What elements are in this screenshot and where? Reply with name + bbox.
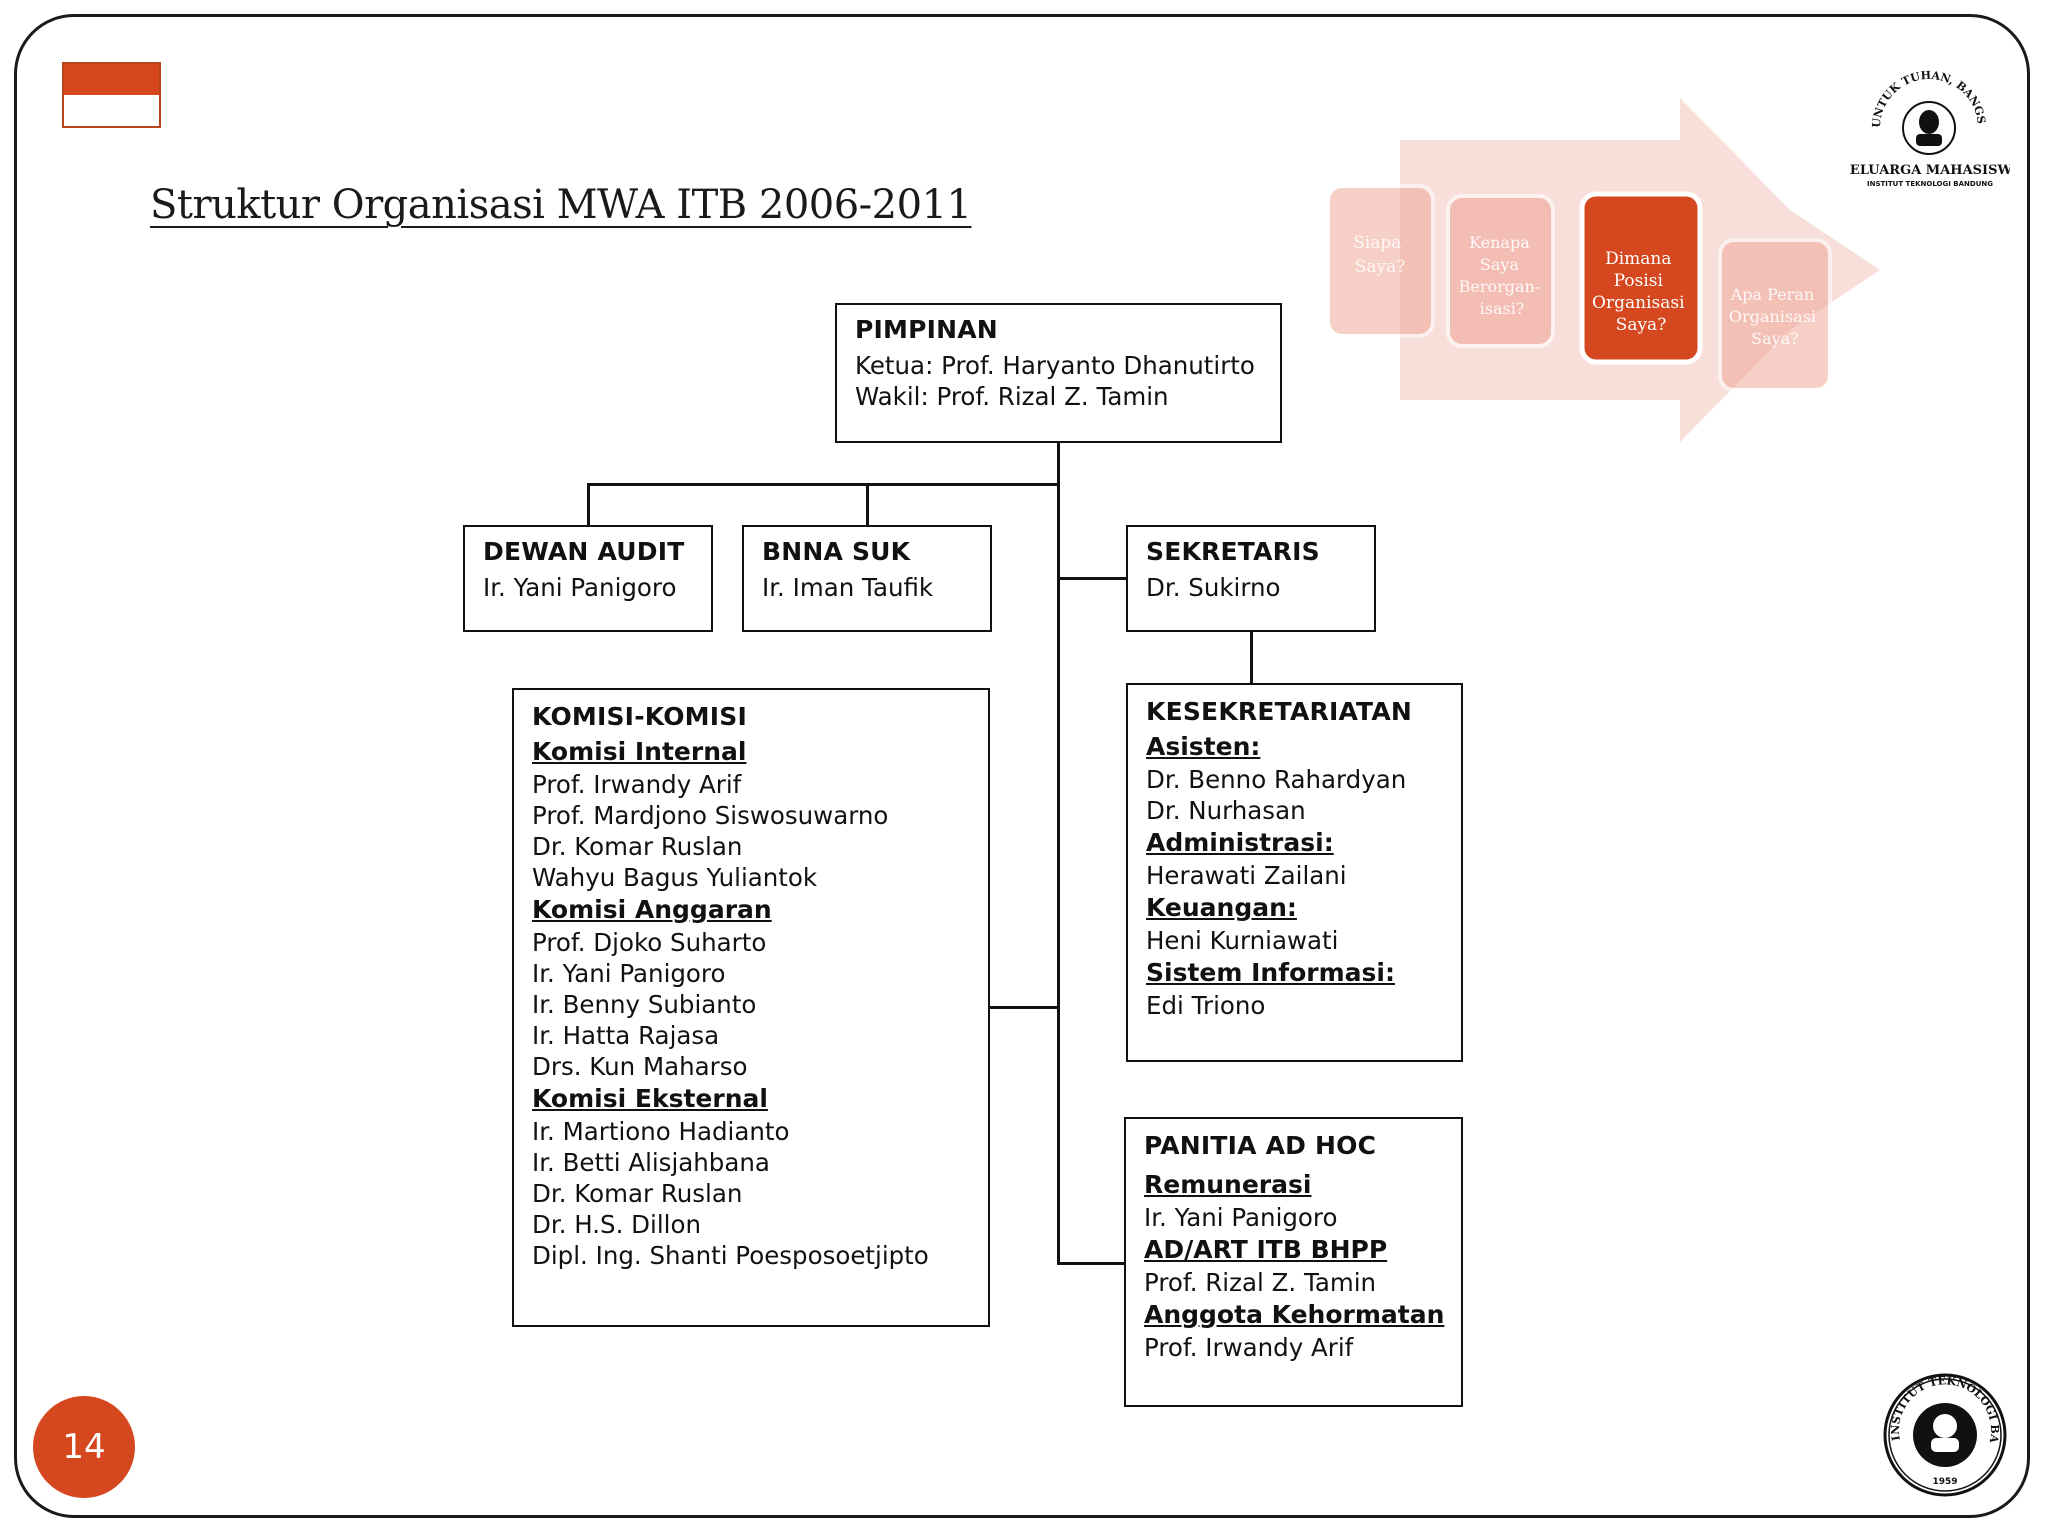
position-arrow-graphic: Siapa Saya? Kenapa Saya Berorgan- isasi?…: [1326, 98, 1880, 442]
komisi-member: Ir. Martiono Hadianto: [532, 1117, 790, 1146]
komisi-member: Ir. Betti Alisjahbana: [532, 1148, 770, 1177]
svg-text:Kenapa Saya Berorg: Kenapa Saya Berorgan- isasi?: [1459, 233, 1546, 318]
komisi-member: Dr. Komar Ruslan: [532, 832, 743, 861]
kesekretariatan-member: Dr. Benno Rahardyan: [1146, 765, 1407, 794]
step-3-active: Dimana Posisi Organisasi Saya?: [1579, 191, 1703, 365]
ad-art-heading: AD/ART ITB BHPP: [1144, 1235, 1388, 1264]
komisi-member: Dr. Komar Ruslan: [532, 1179, 743, 1208]
kesekretariatan-member: Herawati Zailani: [1146, 861, 1347, 890]
panitia-title: PANITIA AD HOC: [1144, 1131, 1377, 1160]
connector-panitia: [1057, 1262, 1127, 1265]
page-number-badge: 14: [33, 1396, 135, 1498]
komisi-internal-heading: Komisi Internal: [532, 737, 747, 766]
pimpinan-title: PIMPINAN: [855, 315, 998, 344]
svg-text:Dimana Posisi Orga: Dimana Posisi Organisasi Saya?: [1592, 249, 1690, 335]
komisi-member: Prof. Irwandy Arif: [532, 770, 742, 799]
bnna-suk-title: BNNA SUK: [762, 537, 911, 566]
kesekretariatan-member: Dr. Nurhasan: [1146, 796, 1306, 825]
dewan-audit-title: DEWAN AUDIT: [483, 537, 685, 566]
administrasi-heading: Administrasi:: [1146, 828, 1334, 857]
remunerasi-heading: Remunerasi: [1144, 1170, 1312, 1199]
komisi-member: Dr. H.S. Dillon: [532, 1210, 701, 1239]
dewan-audit-box: DEWAN AUDIT Ir. Yani Panigoro: [463, 525, 713, 632]
itb-seal-logo-icon: INSTITUT TEKNOLOGI BANDUNG 1959: [1880, 1370, 2007, 1497]
dewan-audit-member: Ir. Yani Panigoro: [483, 573, 677, 602]
connector-trunk: [1057, 442, 1060, 1264]
slide-title: Struktur Organisasi MWA ITB 2006-2011: [150, 182, 972, 228]
kesekretariatan-title: KESEKRETARIATAN: [1146, 697, 1413, 726]
connector-dewan-audit: [587, 483, 590, 526]
komisi-member: Ir. Benny Subianto: [532, 990, 757, 1019]
sekretaris-box: SEKRETARIS Dr. Sukirno: [1126, 525, 1376, 632]
kesekretariatan-box: KESEKRETARIATAN Asisten: Dr. Benno Rahar…: [1126, 683, 1463, 1062]
sekretaris-member: Dr. Sukirno: [1146, 573, 1281, 602]
indonesia-flag-icon: [62, 62, 161, 128]
step-1: Siapa Saya?: [1326, 184, 1435, 338]
slide-frame: [14, 14, 2030, 1518]
panitia-member: Prof. Rizal Z. Tamin: [1144, 1268, 1377, 1297]
pimpinan-wakil: Wakil: Prof. Rizal Z. Tamin: [855, 382, 1169, 411]
panitia-member: Ir. Yani Panigoro: [1144, 1203, 1338, 1232]
svg-text:KELUARGA MAHASISWA: KELUARGA MAHASISWA: [1850, 163, 2010, 178]
step-4: Apa Peran Organisasi Saya?: [1718, 238, 1832, 392]
step-1-line-1: Siapa: [1353, 233, 1401, 253]
panitia-member: Prof. Irwandy Arif: [1144, 1333, 1354, 1362]
sekretaris-title: SEKRETARIS: [1146, 537, 1320, 566]
connector-bnna-suk: [866, 483, 869, 526]
kesekretariatan-member: Heni Kurniawati: [1146, 926, 1339, 955]
komisi-member: Drs. Kun Maharso: [532, 1052, 748, 1081]
komisi-member: Ir. Hatta Rajasa: [532, 1021, 720, 1050]
svg-text:1959: 1959: [1932, 1477, 1957, 1487]
panitia-box: PANITIA AD HOC Remunerasi Ir. Yani Panig…: [1124, 1117, 1463, 1407]
komisi-member: Wahyu Bagus Yuliantok: [532, 863, 818, 892]
komisi-title: KOMISI-KOMISI: [532, 702, 747, 731]
svg-text:UNTUK TUHAN, BANGSA DAN ALMAMA: UNTUK TUHAN, BANGSA DAN ALMAMATER: [1850, 48, 1988, 128]
connector-top-bar: [587, 483, 1060, 486]
km-itb-logo-icon: UNTUK TUHAN, BANGSA DAN ALMAMATER KELUAR…: [1850, 48, 2010, 188]
kesekretariatan-member: Edi Triono: [1146, 991, 1266, 1020]
step-1-line-2: Saya?: [1355, 257, 1406, 277]
connector-kesekretariatan: [1250, 630, 1253, 685]
komisi-anggaran-heading: Komisi Anggaran: [532, 895, 772, 924]
keuangan-heading: Keuangan:: [1146, 893, 1297, 922]
svg-text:INSTITUT TEKNOLOGI BANDUNG: INSTITUT TEKNOLOGI BANDUNG: [1867, 180, 1993, 188]
komisi-eksternal-heading: Komisi Eksternal: [532, 1084, 768, 1113]
connector-sekretaris: [1057, 577, 1127, 580]
sistem-informasi-heading: Sistem Informasi:: [1146, 958, 1395, 987]
komisi-member: Dipl. Ing. Shanti Poesposoetjipto: [532, 1241, 929, 1270]
bnna-suk-box: BNNA SUK Ir. Iman Taufik: [742, 525, 992, 632]
asisten-heading: Asisten:: [1146, 732, 1261, 761]
svg-text:Siapa Saya?: Siapa Saya?: [1353, 233, 1407, 277]
connector-komisi: [988, 1006, 1060, 1009]
komisi-member: Ir. Yani Panigoro: [532, 959, 726, 988]
komisi-box: KOMISI-KOMISI Komisi Internal Prof. Irwa…: [512, 688, 990, 1327]
svg-text:Apa Peran Organisasi: Apa Peran Organisasi Saya?: [1729, 285, 1821, 348]
pimpinan-ketua: Ketua: Prof. Haryanto Dhanutirto: [855, 351, 1255, 380]
bnna-suk-member: Ir. Iman Taufik: [762, 573, 934, 602]
komisi-member: Prof. Djoko Suharto: [532, 928, 767, 957]
step-2: Kenapa Saya Berorgan- isasi?: [1446, 194, 1555, 348]
komisi-member: Prof. Mardjono Siswosuwarno: [532, 801, 889, 830]
anggota-kehormatan-heading: Anggota Kehormatan: [1144, 1300, 1445, 1329]
pimpinan-box: PIMPINAN Ketua: Prof. Haryanto Dhanutirt…: [835, 303, 1282, 443]
